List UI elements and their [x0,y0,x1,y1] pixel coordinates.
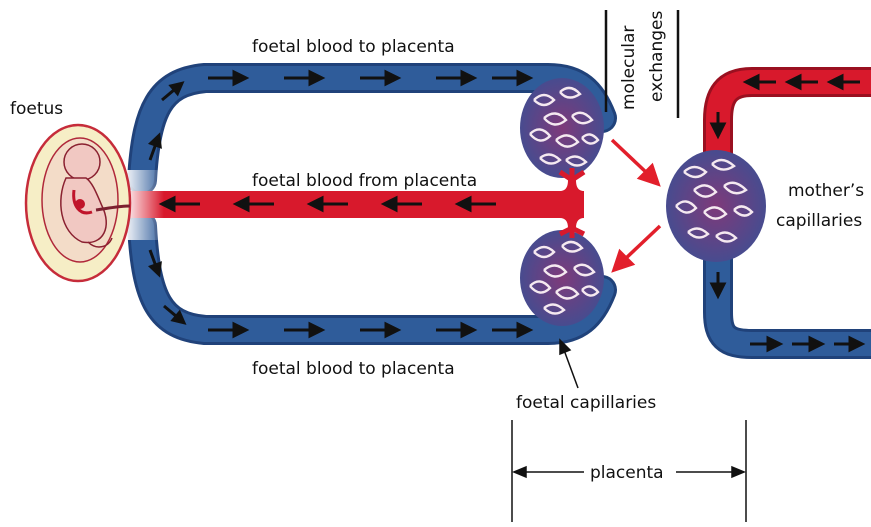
label-placenta: placenta [590,463,664,483]
label-foetal-blood-to-placenta-top: foetal blood to placenta [252,37,455,57]
mothers-capillary-cluster [666,150,766,262]
label-capillaries: capillaries [776,211,862,231]
label-exchanges: exchanges [647,11,667,102]
label-foetus: foetus [10,99,63,119]
foetal-capillary-cluster-bottom [520,228,604,326]
label-mothers: mother’s [788,181,864,201]
foetal-capillary-cluster-top [520,78,604,180]
foetal-capillaries-pointer [560,340,578,388]
label-molecular: molecular [619,26,639,110]
label-foetal-blood-from-placenta: foetal blood from placenta [252,171,477,191]
exchange-arrows [612,140,660,270]
foetus-illustration [26,125,130,281]
label-foetal-blood-to-placenta-bottom: foetal blood to placenta [252,359,455,379]
label-foetal-capillaries: foetal capillaries [516,393,656,413]
